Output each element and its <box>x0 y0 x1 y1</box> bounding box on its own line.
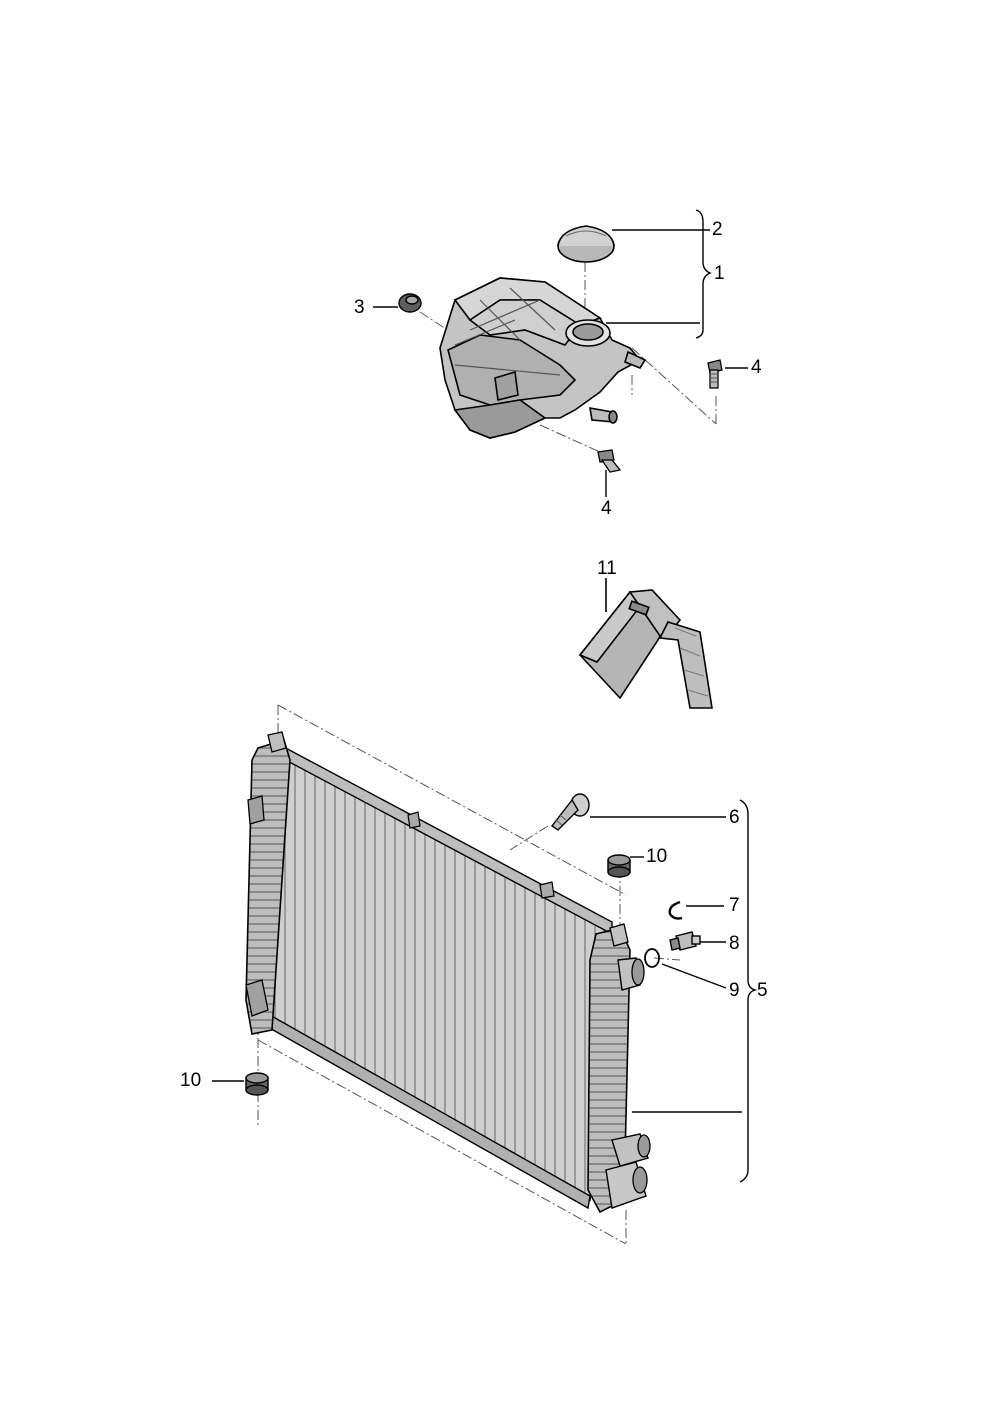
radiator-leaders <box>212 799 758 1183</box>
radiator-assembly <box>245 704 681 1245</box>
callout-3: 3 <box>354 297 365 318</box>
callout-7: 7 <box>729 895 740 916</box>
expansion-tank <box>439 277 647 439</box>
callout-6: 6 <box>729 807 740 828</box>
callout-1: 1 <box>714 263 725 284</box>
callout-9: 9 <box>729 980 740 1001</box>
callout-2: 2 <box>712 219 723 240</box>
grommet <box>398 293 422 313</box>
o-ring <box>644 948 660 968</box>
bolt-lower <box>597 449 622 473</box>
callout-11: 11 <box>597 558 617 579</box>
alignment-lines-tank <box>419 262 717 453</box>
callout-4-lower: 4 <box>601 498 612 519</box>
rubber-mount-upper <box>607 854 631 878</box>
bolt-upper <box>707 359 723 389</box>
tank-leaders <box>373 209 748 497</box>
callout-10-upper: 10 <box>646 846 668 867</box>
expansion-tank-assembly <box>373 209 748 497</box>
rubber-mount-lower <box>245 1072 269 1096</box>
control-module <box>578 578 713 709</box>
callout-8: 8 <box>729 933 740 954</box>
tank-cap <box>557 225 615 263</box>
drain-plug <box>550 793 590 831</box>
temperature-sensor <box>669 931 701 951</box>
callout-4-upper: 4 <box>751 357 762 378</box>
callout-5: 5 <box>757 980 768 1001</box>
retaining-clip <box>668 900 683 920</box>
callout-10-lower: 10 <box>180 1070 202 1091</box>
